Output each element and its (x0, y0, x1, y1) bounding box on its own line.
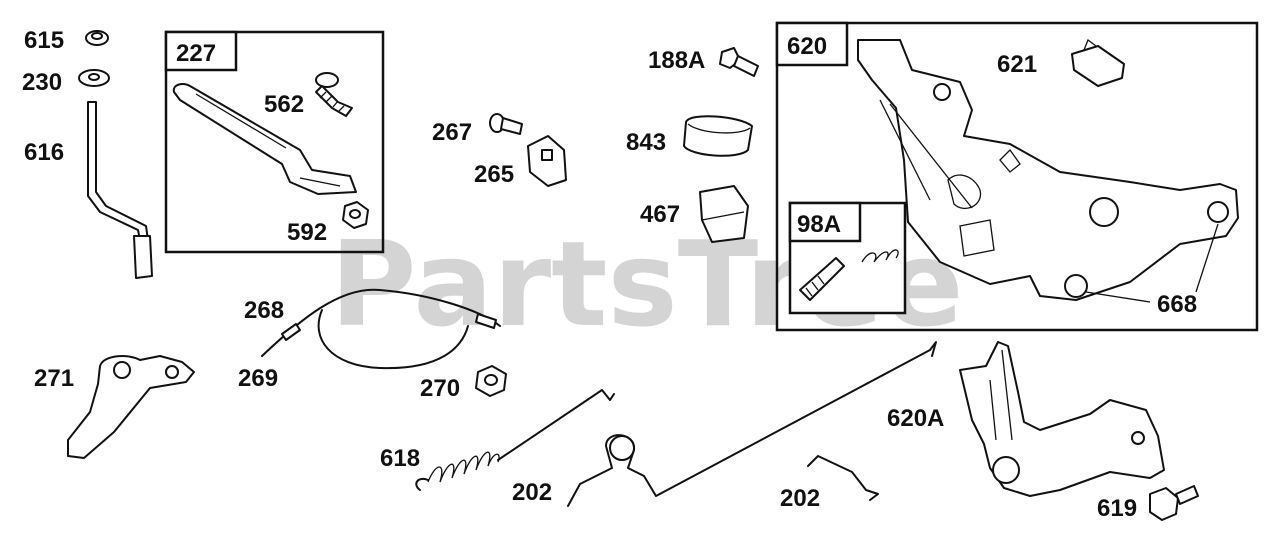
part-267-screw (489, 113, 523, 135)
label-270: 270 (420, 375, 460, 402)
part-467-block (699, 185, 749, 243)
part-562-screw (315, 72, 353, 117)
label-268: 268 (244, 297, 284, 324)
label-230: 230 (22, 69, 62, 96)
label-592: 592 (287, 219, 327, 246)
part-615-nut (85, 30, 109, 46)
box-label-620: 620 (787, 33, 827, 60)
part-270-nut (475, 365, 507, 397)
part-227-lever (172, 83, 357, 195)
label-615: 615 (24, 27, 64, 54)
part-620-bracket (857, 39, 1239, 301)
part-592-nut (342, 201, 369, 229)
label-619: 619 (1097, 495, 1137, 522)
label-562: 562 (264, 91, 304, 118)
box-620: 620 (775, 21, 1259, 332)
part-268-cable (261, 288, 501, 370)
box-227: 227 (164, 30, 385, 254)
label-202-a: 202 (512, 479, 552, 506)
part-202-rod-long (567, 341, 937, 507)
label-467: 467 (640, 201, 680, 228)
part-619-bolt (1149, 485, 1199, 521)
part-618-spring (415, 389, 615, 491)
leader-668 (1085, 223, 1219, 303)
label-616: 616 (24, 139, 64, 166)
label-269: 269 (238, 365, 278, 392)
box-label-98a: 98A (797, 211, 841, 238)
label-267: 267 (432, 119, 472, 146)
label-271: 271 (34, 365, 74, 392)
part-271-arm (67, 355, 195, 459)
label-618: 618 (380, 445, 420, 472)
part-843-foam (683, 115, 753, 157)
part-188a-bolt (719, 47, 759, 77)
label-265: 265 (474, 161, 514, 188)
label-202-b: 202 (780, 485, 820, 512)
label-621: 621 (997, 51, 1037, 78)
part-98a-spring (799, 249, 899, 301)
part-230-washer (78, 69, 110, 87)
part-616-rod (87, 101, 153, 279)
part-202-link (807, 455, 879, 501)
label-188a: 188A (648, 47, 705, 74)
part-620a-lever (959, 341, 1165, 497)
box-label-227: 227 (176, 40, 216, 67)
part-621-clip (1071, 38, 1125, 87)
label-668: 668 (1157, 291, 1197, 318)
label-843: 843 (626, 129, 666, 156)
label-620a: 620A (887, 405, 944, 432)
part-265-clip (527, 135, 567, 187)
